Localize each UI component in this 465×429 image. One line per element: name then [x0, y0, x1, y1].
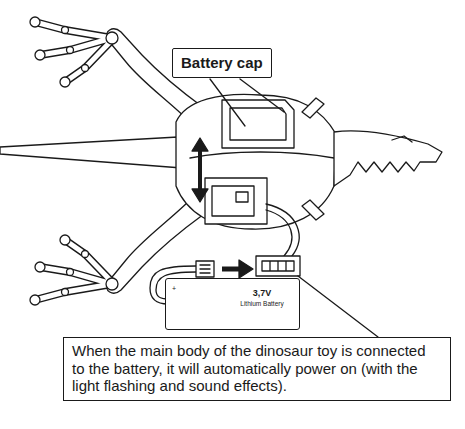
double-arrow-shaft: [198, 148, 202, 190]
dino-arm: [302, 98, 324, 118]
dino-spine-line: [190, 152, 334, 158]
dino-toe-joint: [67, 269, 74, 276]
dino-toe-joint: [82, 65, 89, 72]
leader-line: [210, 79, 245, 126]
toy-wire: [266, 210, 292, 256]
node-text: When the main body of the dinosaur toy i…: [72, 342, 440, 395]
compartment-inner: [212, 186, 254, 216]
toy-wire: [266, 204, 299, 256]
battery-compartment: [205, 178, 267, 224]
dino-tail: [0, 137, 182, 168]
dino-body: [176, 94, 336, 229]
node-text: 3,7V: [232, 288, 292, 299]
dino-ankle: [106, 278, 118, 290]
battery-cap-part: [222, 100, 294, 148]
dino-toe-fill: [35, 22, 112, 82]
compartment-socket: [236, 192, 248, 202]
arrow-head: [192, 189, 208, 202]
plug-slot: [200, 265, 210, 273]
dino-toe-joint: [30, 17, 40, 27]
dino-toe-joint: [62, 289, 69, 296]
arrow-head: [239, 260, 253, 278]
note-box: When the main body of the dinosaur toy i…: [63, 337, 451, 401]
socket-teeth: [262, 261, 294, 271]
node-text: Lithium Battery: [232, 300, 292, 308]
dino-head: [334, 131, 442, 186]
arrow-head: [192, 138, 208, 151]
dino-toe-joint: [60, 235, 70, 245]
dino-toe-joint: [35, 50, 45, 60]
dino-toe-joint: [82, 251, 89, 258]
dino-toe-joint: [60, 77, 70, 87]
battery-cap-inner: [230, 108, 286, 140]
battery-body: +3,7VLithium Battery: [165, 278, 300, 330]
dino-toe-outline: [35, 240, 112, 300]
dino-arm: [302, 200, 324, 220]
dino-toe-joint: [67, 47, 74, 54]
push-arrow-shaft: [222, 267, 241, 272]
dino-toe-joint: [30, 295, 40, 305]
leader-line: [240, 79, 284, 112]
dino-toe-joint: [62, 27, 69, 34]
note-leader-line: [298, 276, 378, 337]
dino-ankle: [106, 32, 118, 44]
callout-box: Battery cap: [172, 48, 272, 78]
node-text: Battery cap: [181, 53, 263, 73]
toy-socket: [256, 256, 300, 276]
dino-toe-joint: [35, 262, 45, 272]
node-text: +: [172, 285, 176, 293]
dino-eye-ridge: [392, 136, 412, 142]
dino-toe-outline: [35, 22, 112, 82]
battery-plug: [196, 261, 214, 277]
dino-toe-fill: [35, 240, 112, 300]
